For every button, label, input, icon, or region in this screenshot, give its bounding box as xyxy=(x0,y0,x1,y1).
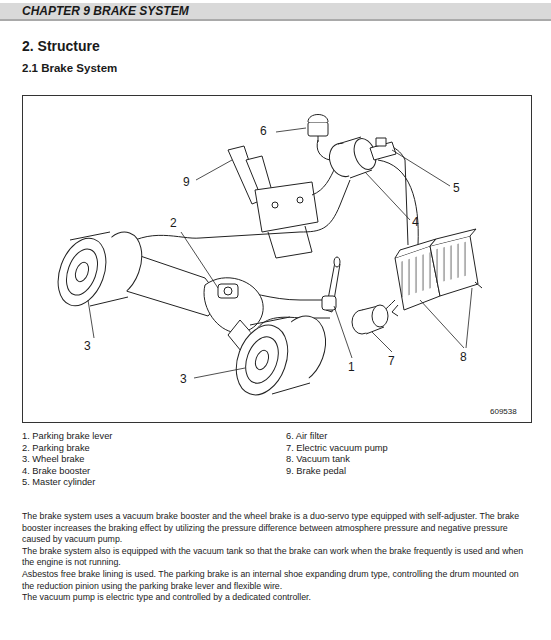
leader-line xyxy=(196,160,232,180)
brake-pedal xyxy=(228,146,335,258)
brake-booster xyxy=(325,136,380,181)
part-list-item: 7. Electric vacuum pump xyxy=(286,443,388,454)
chapter-header: CHAPTER 9 BRAKE SYSTEM xyxy=(22,4,189,18)
header-rule xyxy=(0,20,551,21)
leader-line xyxy=(420,300,464,348)
leader-line xyxy=(194,368,245,378)
body-paragraph: The brake system uses a vacuum brake boo… xyxy=(22,511,530,546)
callout-number: 7 xyxy=(388,354,395,368)
part-list-item: 2. Parking brake xyxy=(22,443,90,454)
parking-brake-lever xyxy=(322,257,340,312)
part-list-item: 8. Vacuum tank xyxy=(286,454,350,465)
leader-line xyxy=(392,150,450,186)
callout-number: 6 xyxy=(260,124,267,138)
vacuum-hose xyxy=(372,145,408,245)
wheel-brake xyxy=(227,309,334,402)
filter-hose xyxy=(317,140,330,160)
header-band xyxy=(0,3,551,19)
subsection-heading: 2.1 Brake System xyxy=(22,62,117,76)
body-text: The brake system uses a vacuum brake boo… xyxy=(22,511,530,604)
part-list-item: 5. Master cylinder xyxy=(22,477,95,488)
part-list-item: 9. Brake pedal xyxy=(286,466,346,477)
leader-line xyxy=(334,306,352,358)
part-list-item: 3. Wheel brake xyxy=(22,454,85,465)
part-list-item: 1. Parking brake lever xyxy=(22,431,112,442)
callout-number: 9 xyxy=(183,175,190,189)
callout-number: 2 xyxy=(170,216,177,230)
parking-brake xyxy=(218,284,238,298)
air-filter xyxy=(308,115,328,143)
callout-number: 1 xyxy=(348,360,355,374)
callout-number: 3 xyxy=(180,372,187,386)
vacuum-hose xyxy=(378,160,418,245)
leader-line xyxy=(466,288,472,348)
leader-line xyxy=(372,332,392,352)
callout-number: 3 xyxy=(84,339,91,353)
wheel-brake xyxy=(49,226,150,313)
leader-line xyxy=(365,172,410,220)
body-paragraph: The vacuum pump is electric type and con… xyxy=(22,592,530,604)
leader-line xyxy=(276,128,306,132)
body-paragraph: The brake system also is equipped with t… xyxy=(22,546,530,569)
callout-number: 5 xyxy=(453,181,460,195)
leader-line xyxy=(181,232,218,288)
brake-parts xyxy=(49,115,482,403)
vacuum-tank xyxy=(392,229,482,316)
section-heading: 2. Structure xyxy=(22,38,100,55)
figure-frame xyxy=(23,96,532,423)
body-paragraph: Asbestos free brake lining is used. The … xyxy=(22,569,530,592)
callout-number: 8 xyxy=(460,350,467,364)
callout-number: 4 xyxy=(412,215,419,229)
figure-number: 609538 xyxy=(490,407,517,417)
leader-lines xyxy=(88,128,472,378)
vacuum-pump xyxy=(352,305,388,334)
leader-line xyxy=(88,300,94,338)
part-list-item: 4. Brake booster xyxy=(22,466,90,477)
master-cylinder xyxy=(370,138,396,160)
part-list-item: 6. Air filter xyxy=(286,431,327,442)
